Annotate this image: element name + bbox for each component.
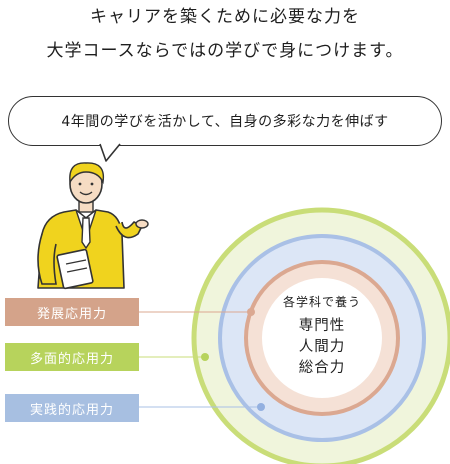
connector-dot-1 [247, 308, 255, 316]
speech-bubble-tail [99, 143, 121, 162]
core-skill-comprehensive: 総合力 [298, 360, 346, 376]
speech-bubble-text: 4年間の学びを活かして、自身の多彩な力を伸ばす [61, 114, 389, 130]
connector-dot-2 [201, 353, 209, 361]
speech-bubble: 4年間の学びを活かして、自身の多彩な力を伸ばす [8, 96, 442, 146]
core-skill-character: 人間力 [298, 339, 346, 355]
connector-dot-3 [257, 403, 265, 411]
core-skills: 各学科で養う 専門性 人間力 総合力 [262, 293, 382, 379]
heading-line-1: キャリアを築くために必要な力を [90, 7, 360, 27]
ability-tag-advanced: 発展応用力 [5, 298, 139, 326]
ability-tag-multifaceted: 多面的応用力 [5, 343, 139, 371]
core-skill-specialty: 専門性 [298, 318, 346, 334]
core-caption: 各学科で養う [282, 295, 361, 309]
ability-tag-practical: 実践的応用力 [5, 394, 139, 422]
heading-line-2: 大学コースならではの学びで身につけます。 [46, 41, 404, 61]
ring-core [262, 278, 382, 398]
presenter-illustration-icon [37, 162, 149, 290]
